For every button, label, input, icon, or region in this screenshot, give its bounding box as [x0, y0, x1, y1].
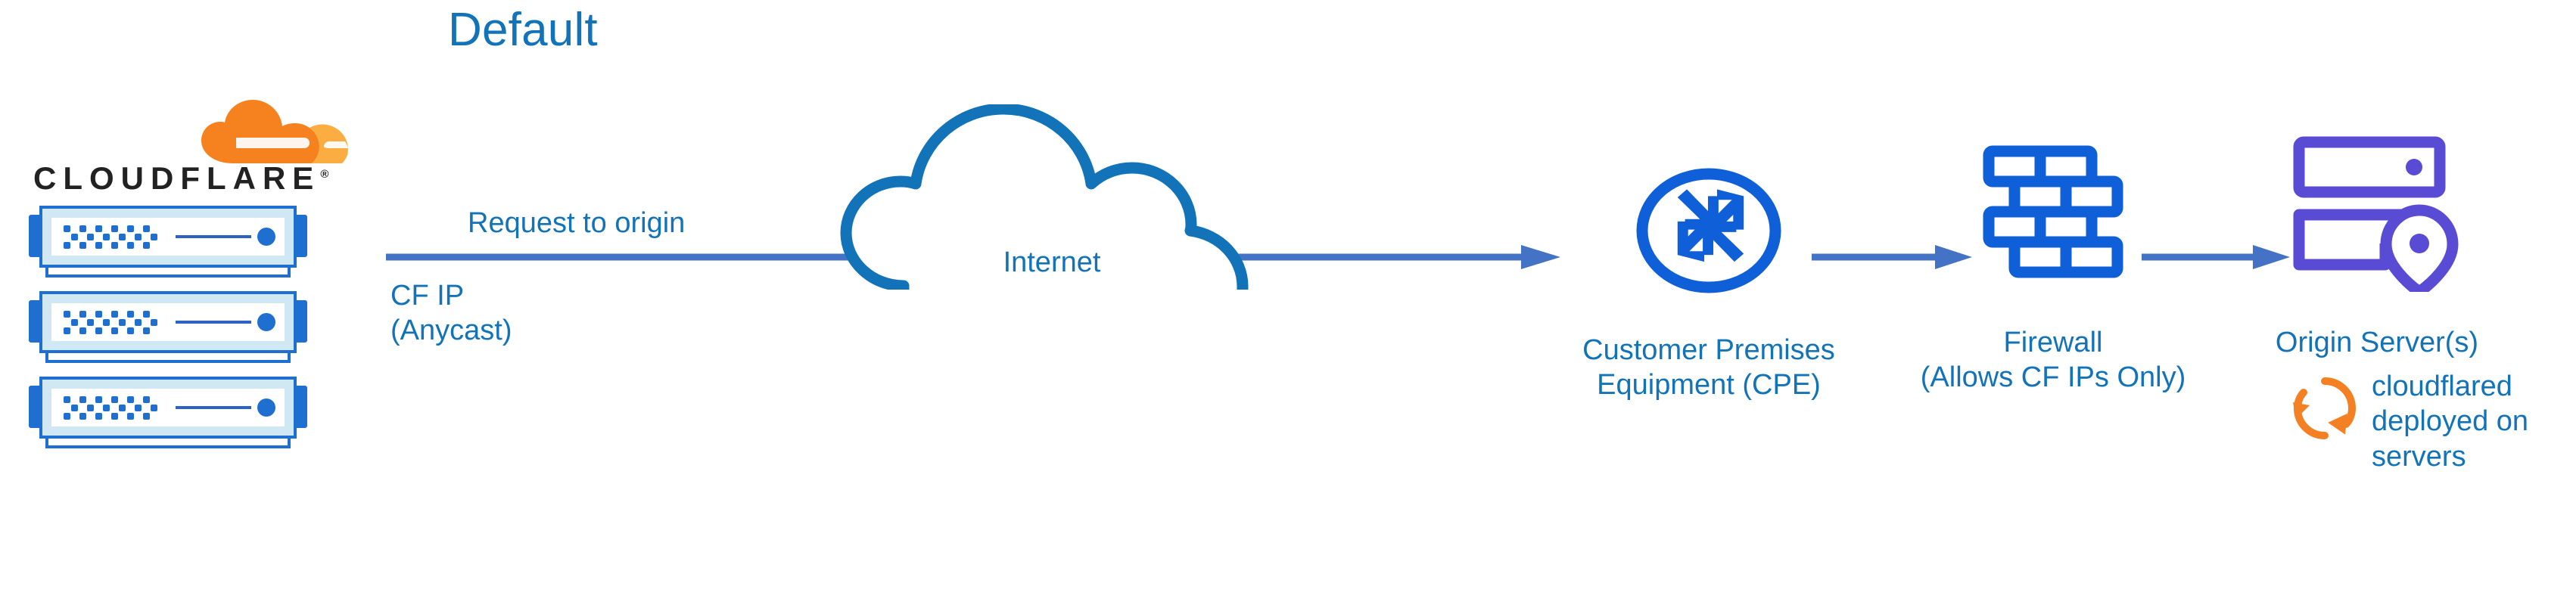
firewall-to-origin-arrow: [2142, 245, 2290, 269]
page-title: Default: [448, 4, 598, 56]
brick-wall-icon: [1983, 145, 2123, 278]
origin-label-line-1: Origin Server(s): [2275, 327, 2479, 358]
cpe-to-firewall-arrow: [1812, 245, 1972, 269]
internet-node: Internet: [825, 104, 1279, 331]
origin-label: Origin Server(s): [2260, 325, 2494, 360]
cloudflare-wordmark: CLOUDFLARE®: [33, 160, 328, 197]
cloudflare-logo: CLOUDFLARE®: [33, 100, 351, 203]
cf-ip-label: CF IP (Anycast): [390, 278, 512, 349]
sync-circular-arrow-icon: [2293, 377, 2357, 439]
firewall-label-line-2: (Allows CF IPs Only): [1920, 361, 2186, 394]
cloudflare-cloud-logo-icon: [201, 100, 348, 163]
cpe-label-line-1: Customer Premises: [1582, 334, 1835, 366]
cf-ip-line-1: CF IP: [390, 280, 465, 312]
firewall-label: Firewall (Allows CF IPs Only): [1898, 325, 2208, 395]
cloudflare-wordmark-text: CLOUDFLARE: [33, 160, 321, 196]
cloudflared-line-1: cloudflared: [2372, 371, 2512, 402]
internet-label: Internet: [1003, 247, 1101, 278]
cloudflared-annotation: cloudflared deployed on servers: [2372, 369, 2528, 474]
cloudflared-line-2: deployed on: [2372, 405, 2529, 438]
server-rack-icon: [29, 377, 307, 448]
cloudflared-line-3: servers: [2372, 440, 2466, 473]
cf-ip-line-2: (Anycast): [390, 315, 512, 347]
request-to-origin-label: Request to origin: [468, 207, 686, 239]
server-location-pin-icon: [2293, 136, 2459, 292]
cpe-label: Customer Premises Equipment (CPE): [1520, 333, 1898, 403]
router-circle-arrows-icon: [1636, 168, 1781, 293]
firewall-label-line-1: Firewall: [2003, 327, 2103, 358]
cpe-label-line-2: Equipment (CPE): [1597, 369, 1821, 402]
server-rack-icon: [29, 206, 307, 278]
server-rack-icon: [29, 291, 307, 363]
registered-trademark-icon: ®: [320, 168, 329, 181]
cloud-outline-icon: [840, 104, 1249, 290]
